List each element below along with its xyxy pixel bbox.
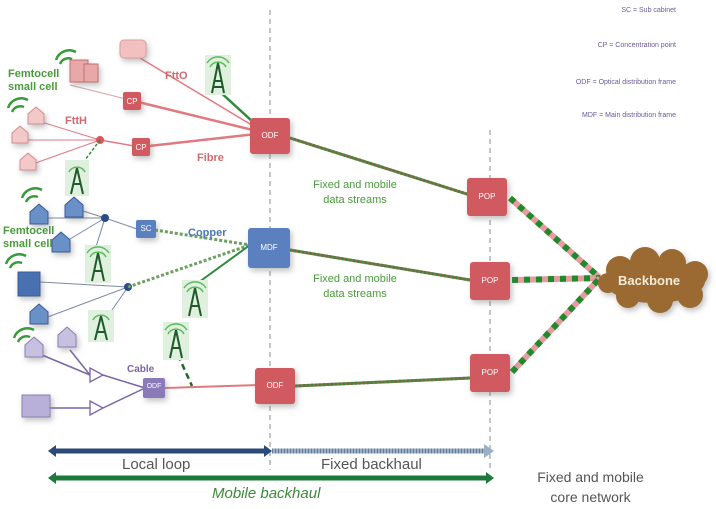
pop-box-bottom [470, 354, 510, 392]
femtocell-label-top-line1: Femtocell [8, 68, 60, 80]
cp-bottom-text: CP [135, 143, 147, 152]
stream-label-top-line2: data streams [323, 194, 387, 206]
mdf-text: MDF [260, 243, 278, 252]
cp-box-bottom [132, 138, 150, 156]
cable-links [29, 349, 146, 417]
odf-box-bottom [255, 368, 295, 404]
odf-box-top [250, 118, 290, 154]
ftth-label: FttH [65, 115, 87, 127]
cable-label: Cable [127, 364, 155, 375]
pop-bottom-text: POP [481, 368, 499, 377]
cp-box-top [123, 92, 141, 110]
mobile-link-cable [176, 354, 194, 387]
stream-label-top: Fixed and mobile data streams [300, 178, 410, 208]
cell-tower-icons [65, 55, 231, 360]
local-loop-arrow [48, 445, 272, 457]
mobile-backhaul-label: Mobile backhaul [212, 485, 321, 502]
pop-box-mid [470, 262, 510, 300]
femtocell-label-top-line2: small cell [8, 81, 58, 93]
fibre-links [20, 54, 266, 166]
wifi-icons [4, 49, 77, 343]
stream-label-mid-line1: Fixed and mobile [313, 273, 397, 285]
legend-cp: CP = Concentration point [597, 42, 676, 49]
fttH-houses [11, 106, 45, 171]
pop-mid-text: POP [481, 276, 499, 285]
ftto-label: FttO [165, 70, 188, 82]
backbone-label: Backbone [618, 273, 681, 288]
fixed-backhaul-label: Fixed backhaul [321, 456, 422, 473]
stream-label-mid-line2: data streams [323, 288, 387, 300]
fttO-buildings [69, 39, 147, 83]
legend-mdf: MDF = Main distribution frame [582, 112, 676, 119]
copper-sc-link [154, 228, 251, 247]
backhaul-streams [289, 136, 471, 388]
core-network-line1: Fixed and mobile [537, 469, 644, 485]
mdf-box [248, 228, 290, 268]
cable-houses [21, 326, 77, 418]
cable-fibre-link [164, 384, 259, 389]
femtocell-label-mid-line2: small cell [3, 238, 53, 250]
cp-top-text: CP [126, 97, 138, 106]
core-links [508, 195, 603, 375]
copper-houses [17, 196, 84, 325]
core-network-label: Fixed and mobile core network [523, 467, 658, 507]
copper-links [39, 209, 141, 321]
sc-text: SC [140, 224, 152, 233]
odf-top-text: ODF [261, 131, 279, 140]
stream-label-top-line1: Fixed and mobile [313, 179, 397, 191]
odf-cable-box [143, 378, 165, 398]
mobile-link-copper [194, 244, 251, 286]
legend-sc: SC = Sub cabinet [621, 7, 676, 14]
core-network-line2: core network [550, 489, 631, 505]
sc-box [136, 220, 156, 238]
fibre-label: Fibre [197, 152, 224, 164]
copper-node-link [127, 243, 251, 289]
odf-cable-text: ODF [146, 383, 162, 390]
copper-node-top [101, 214, 109, 222]
femtocell-label-top: Femtocell small cell [8, 68, 59, 94]
pop-box-top [467, 178, 507, 216]
pop-top-text: POP [478, 192, 496, 201]
backbone-cloud [598, 247, 708, 313]
local-loop-label: Local loop [122, 456, 191, 473]
femtocell-label-mid: Femtocell small cell [3, 225, 54, 251]
mobile-backhaul-arrow [48, 472, 494, 484]
copper-label: Copper [188, 227, 227, 239]
stream-label-mid: Fixed and mobile data streams [300, 272, 410, 302]
fixed-backhaul-arrow [272, 444, 494, 458]
femtocell-label-mid-line1: Femtocell [3, 225, 55, 237]
odf-bottom-text: ODF [266, 381, 284, 390]
legend-odf: ODF = Optical distribution frame [575, 79, 676, 86]
